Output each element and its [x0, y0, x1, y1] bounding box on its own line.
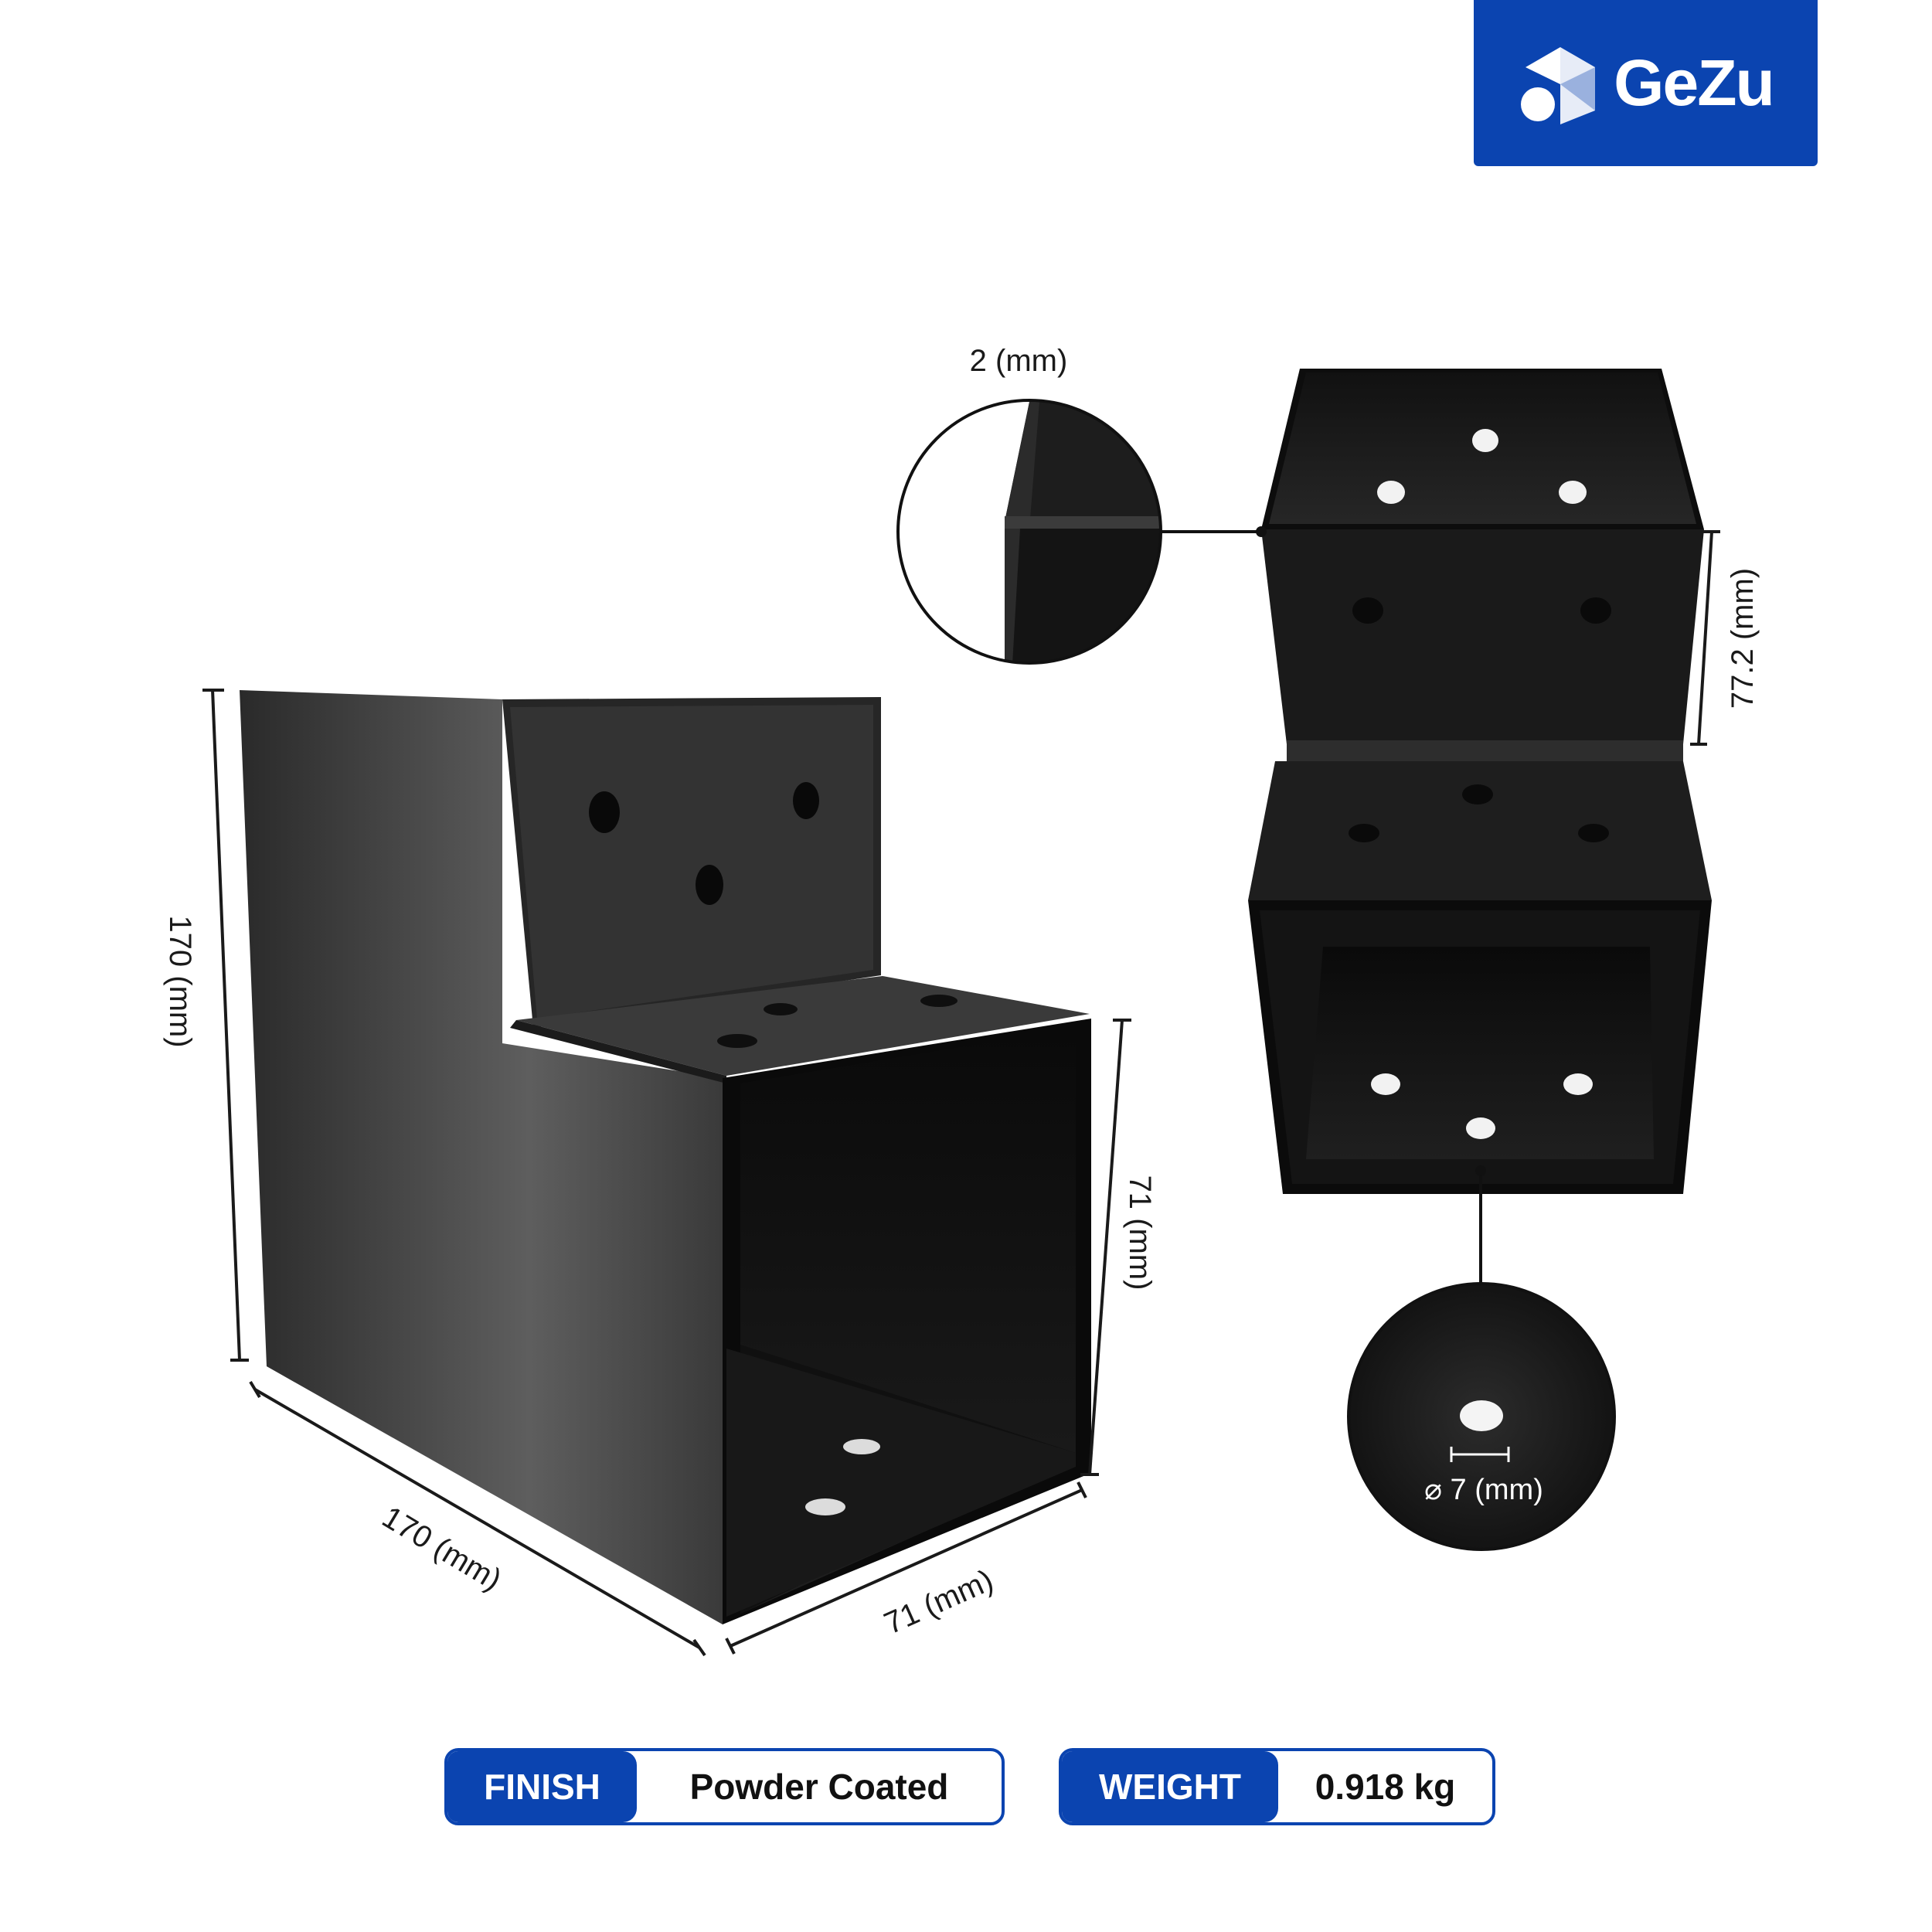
dimension-line-top-height [1690, 530, 1720, 746]
spec-weight-value: 0.918 kg [1315, 1767, 1456, 1807]
dim-length-base: 170 (mm) [376, 1500, 507, 1597]
bracket-right-view [1248, 369, 1712, 1194]
brand-name: GeZu [1614, 46, 1775, 119]
zoom-thickness [896, 399, 1267, 665]
spec-finish: FINISH Powder Coated [444, 1748, 1005, 1825]
bracket-left-view [240, 690, 1091, 1624]
spec-finish-value: Powder Coated [689, 1767, 949, 1807]
spec-weight-label: WEIGHT [1062, 1751, 1278, 1822]
brand-logo: GeZu [1474, 0, 1818, 166]
dim-thickness: 2 (mm) [970, 344, 1068, 378]
dimension-lines-left [202, 689, 1131, 1657]
spec-finish-label: FINISH [447, 1751, 637, 1822]
dim-height-front: 71 (mm) [1123, 1175, 1157, 1291]
dim-width-base: 71 (mm) [879, 1563, 998, 1641]
house-logo-icon [1521, 46, 1596, 124]
zoom-hole [1347, 1165, 1616, 1551]
dim-height-main: 170 (mm) [163, 915, 197, 1047]
dim-hole-diameter: ⌀ 7 (mm) [1424, 1474, 1543, 1506]
spec-weight: WEIGHT 0.918 kg [1059, 1748, 1495, 1825]
dim-height-top: 77.2 (mm) [1726, 568, 1760, 709]
